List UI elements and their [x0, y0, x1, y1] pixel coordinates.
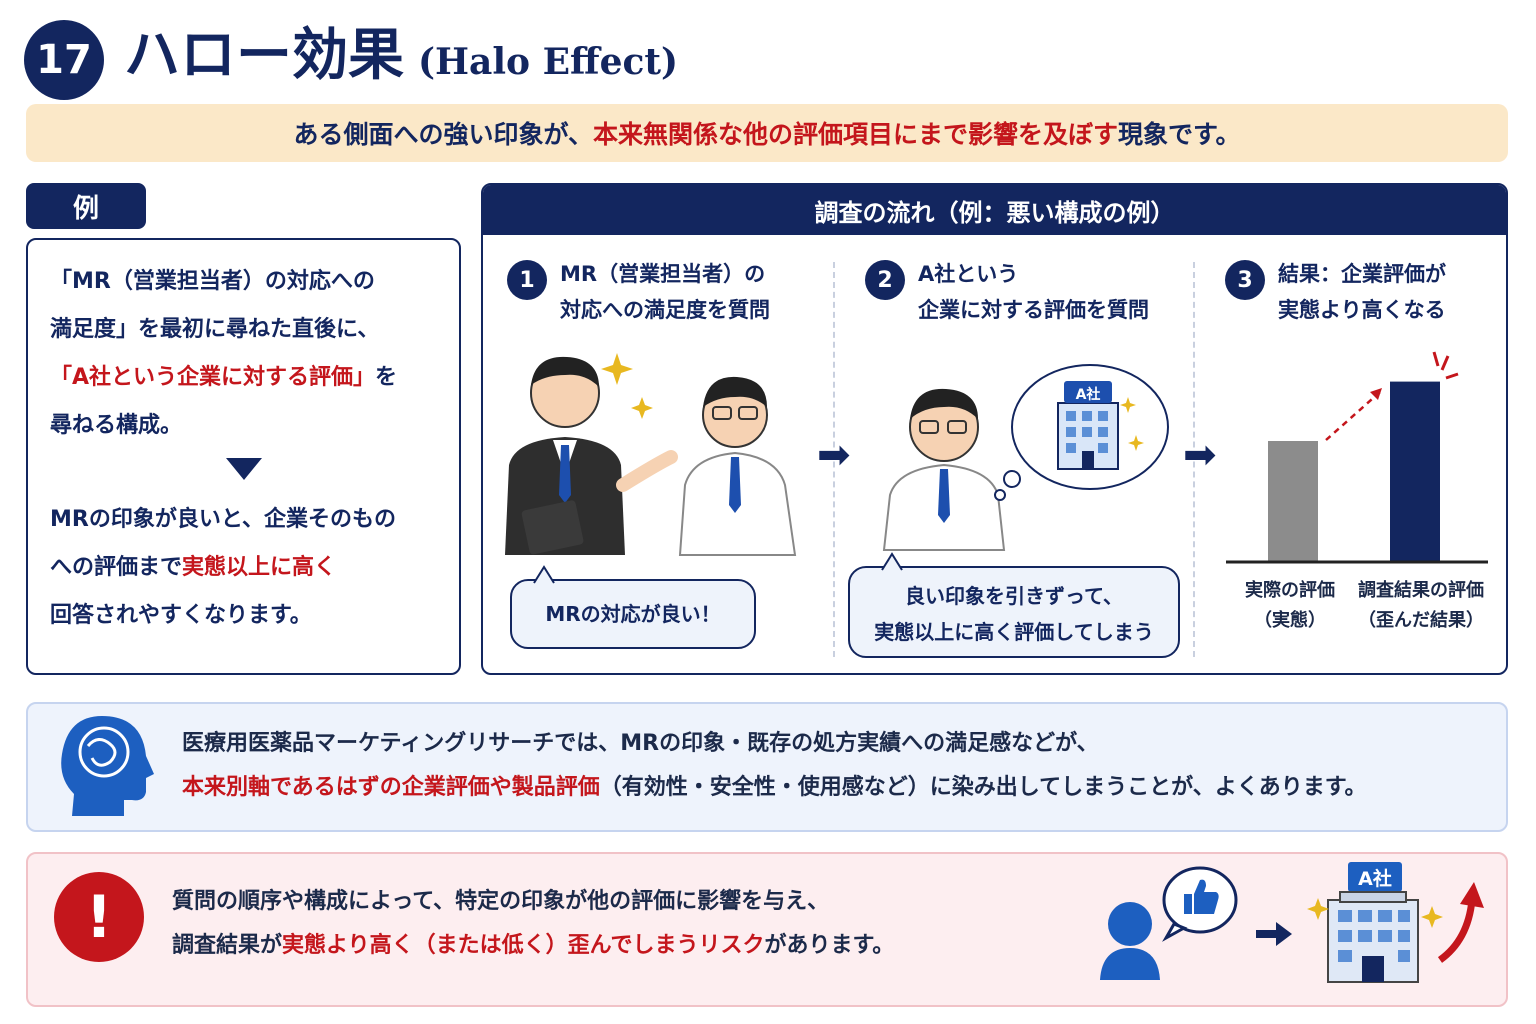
example-line-6: への評価まで実態以上に高く — [50, 544, 437, 592]
bar-label-survey-2: （歪んだ結果） — [1358, 610, 1484, 631]
step-3-text: 結果：企業評価が 実態より高くなる — [1278, 256, 1446, 328]
bubble-tail-icon — [881, 552, 903, 571]
definition-band: ある側面への強い印象が、本来無関係な他の評価項目にまで影響を及ぼす現象です。 — [26, 104, 1508, 162]
increase-arrow-head — [1370, 388, 1382, 400]
step-1-badge: 1 — [507, 260, 547, 300]
mr-and-doctor-illustration — [505, 353, 797, 556]
note-blue-line-2-red: 本来別軸であるはずの企業評価や製品評価 — [182, 775, 600, 800]
flow-arrow-icon: ➡ — [1183, 432, 1217, 478]
person-icon — [1100, 902, 1160, 980]
step-3-line-2: 実態より高くなる — [1278, 298, 1446, 322]
step-divider — [1193, 262, 1195, 657]
sparkle-icon — [1307, 898, 1329, 920]
company-label: A社 — [1358, 868, 1392, 890]
definition-part3: 現象です。 — [1118, 120, 1241, 149]
note-red-line-2c: があります。 — [764, 933, 895, 958]
example-tab: 例 — [26, 183, 146, 229]
step-2-bubble-line-2: 実態以上に高く評価してしまう — [874, 620, 1154, 644]
example-box: 「MR（営業担当者）の対応への 満足度」を最初に尋ねた直後に、 「A社という企業… — [26, 238, 461, 675]
bar-label-actual-2: （実態） — [1254, 610, 1326, 631]
note-red-line-1: 質問の順序や構成によって、特定の印象が他の評価に影響を与え、 — [172, 889, 830, 914]
note-red-line-2: 調査結果が実態より高く（または低く）歪んでしまうリスクがあります。 — [172, 924, 894, 968]
example-line-6b: 実態以上に高く — [182, 555, 337, 580]
risk-illustration — [1100, 862, 1484, 983]
bar-actual — [1268, 441, 1318, 562]
salesperson-icon — [505, 356, 678, 555]
thought-company-label: A社 — [1075, 387, 1101, 403]
emphasis-lines-icon — [1432, 351, 1459, 380]
note-red-line-2b: 実態より高く（または低く）歪んでしまうリスク — [282, 933, 765, 958]
step-1-speech-bubble: MRの対応が良い！ — [510, 579, 756, 649]
section-number-badge: 17 — [24, 20, 104, 100]
bar-label-actual: 実際の評価 （実態） — [1232, 576, 1348, 636]
up-trend-arrow-head — [1460, 882, 1484, 908]
increase-arrow-line — [1325, 391, 1381, 441]
example-line-6a: への評価まで — [50, 555, 183, 580]
example-line-5: MRの印象が良いと、企業そのもの — [50, 507, 396, 532]
step-2-text: A社という 企業に対する評価を質問 — [918, 256, 1149, 328]
bar-survey — [1390, 381, 1440, 562]
exclamation-icon: ! — [54, 872, 144, 962]
step-2-badge: 2 — [865, 260, 905, 300]
note-blue-line-2: 本来別軸であるはずの企業評価や製品評価（有効性・安全性・使用感など）に染み出して… — [182, 766, 1367, 810]
example-line-1: 「MR（営業担当者）の対応への — [50, 269, 375, 294]
result-bar-chart — [1226, 351, 1488, 564]
arrow-right-icon — [1256, 922, 1292, 946]
step-2-line-1: A社という — [918, 262, 1019, 286]
up-trend-arrow-icon — [1437, 899, 1476, 963]
example-line-3-tail: を — [375, 365, 398, 390]
sparkle-icon — [1421, 906, 1443, 928]
flow-panel: 調査の流れ（例：悪い構成の例） — [481, 183, 1508, 675]
down-arrow-icon — [225, 458, 262, 480]
brain-head-icon — [61, 716, 154, 816]
sparkle-icon — [601, 353, 653, 419]
step-divider — [833, 262, 835, 657]
step-2-speech-bubble: 良い印象を引きずって、 実態以上に高く評価してしまう — [848, 566, 1180, 658]
bar-label-survey-1: 調査結果の評価 — [1358, 580, 1484, 601]
thinking-doctor-icon — [882, 388, 1006, 551]
note-blue-panel — [26, 702, 1508, 832]
bar-label-survey: 調査結果の評価 （歪んだ結果） — [1346, 576, 1496, 636]
step-3-line-1: 結果：企業評価が — [1278, 262, 1446, 286]
example-line-3: 「A社という企業に対する評価」を — [50, 354, 437, 402]
doctor-icon — [678, 376, 797, 556]
definition-part2: 本来無関係な他の評価項目にまで影響を及ぼす — [592, 120, 1118, 149]
note-red-panel — [26, 852, 1508, 1007]
note-blue-text: 医療用医薬品マーケティングリサーチでは、MRの印象・既存の処方実績への満足感など… — [182, 722, 1367, 810]
step-3-badge: 3 — [1225, 260, 1265, 300]
example-line-4: 尋ねる構成。 — [50, 413, 183, 438]
doctor-thinking-illustration — [882, 364, 1169, 551]
note-blue-line-1: 医療用医薬品マーケティングリサーチでは、MRの印象・既存の処方実績への満足感など… — [182, 731, 1099, 756]
definition-part1: ある側面への強い印象が、 — [293, 120, 593, 149]
page-title: ハロー効果 (Halo Effect) — [124, 16, 678, 102]
step-1-line-2: 対応への満足度を質問 — [560, 298, 770, 322]
thought-cloud-icon — [994, 364, 1169, 501]
step-1-line-1: MR（営業担当者）の — [560, 262, 766, 286]
step-1-text: MR（営業担当者）の 対応への満足度を質問 — [560, 256, 770, 328]
note-blue-line-2-tail: （有効性・安全性・使用感など）に染み出してしまうことが、よくあります。 — [599, 775, 1367, 800]
page-title-text: ハロー効果 — [124, 23, 404, 88]
example-line-2: 満足度」を最初に尋ねた直後に、 — [50, 317, 380, 342]
example-line-3-red: 「A社という企業に対する評価」 — [50, 365, 376, 390]
step-2-line-2: 企業に対する評価を質問 — [918, 298, 1149, 322]
company-building-icon — [1327, 862, 1419, 983]
bar-label-actual-1: 実際の評価 — [1245, 580, 1335, 601]
step-2-bubble-line-1: 良い印象を引きずって、 — [905, 584, 1123, 608]
thumbs-up-bubble-icon — [1162, 866, 1238, 942]
page-subtitle: (Halo Effect) — [418, 41, 679, 83]
example-line-7: 回答されやすくなります。 — [50, 603, 312, 628]
note-red-text: 質問の順序や構成によって、特定の印象が他の評価に影響を与え、 調査結果が実態より… — [172, 880, 894, 968]
flow-title: 調査の流れ（例：悪い構成の例） — [483, 185, 1506, 235]
flow-arrow-icon: ➡ — [817, 432, 851, 478]
bubble-tail-icon — [533, 565, 555, 584]
note-red-line-2a: 調査結果が — [172, 933, 283, 958]
